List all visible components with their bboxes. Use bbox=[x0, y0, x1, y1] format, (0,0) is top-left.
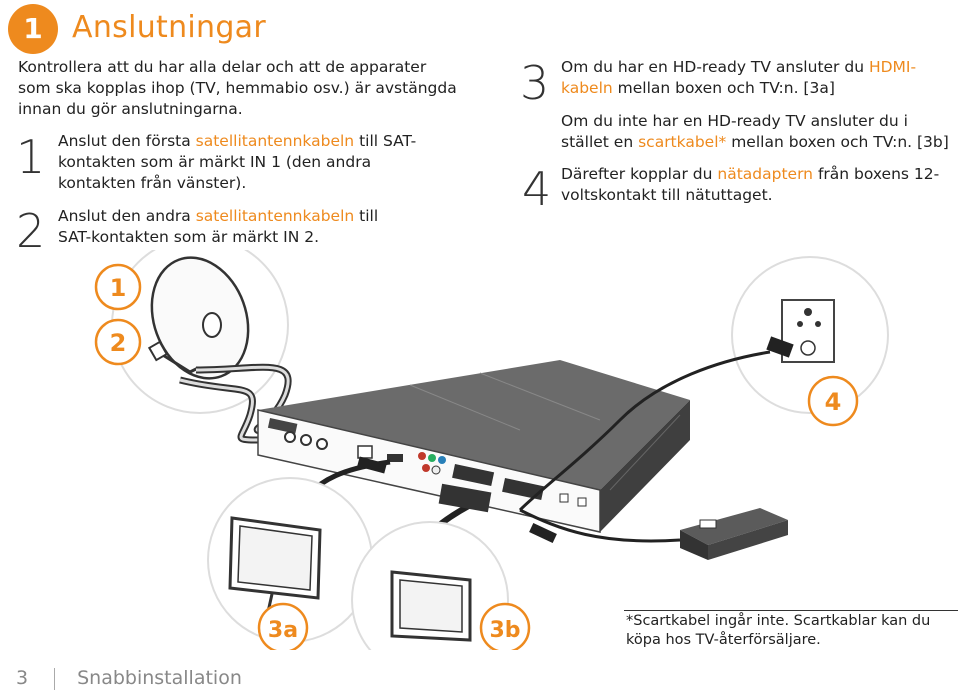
receiver-box bbox=[257, 360, 690, 533]
footnote: *Scartkabel ingår inte. Scartkablar kan … bbox=[626, 613, 931, 648]
step-3-number: 3 bbox=[520, 56, 550, 110]
callout-1: 1 bbox=[94, 263, 142, 311]
callout-3a-label: 3a bbox=[268, 618, 298, 643]
callout-3b: 3b bbox=[479, 602, 531, 650]
step-4-text: Därefter kopplar du nätadaptern från box… bbox=[561, 165, 940, 204]
power-outlet-bubble bbox=[731, 256, 889, 414]
callout-4: 4 bbox=[807, 375, 859, 427]
step-1-number: 1 bbox=[16, 130, 46, 184]
satellite-cable-link-2: satellitantennkabeln bbox=[195, 207, 355, 225]
step-4-number: 4 bbox=[522, 162, 552, 216]
intro-text: Kontrollera att du har alla delar och at… bbox=[18, 58, 457, 118]
step-2-number: 2 bbox=[16, 204, 46, 258]
callout-4-label: 4 bbox=[825, 388, 842, 416]
callout-3b-label: 3b bbox=[489, 618, 520, 643]
step-3b-text: Om du inte har en HD-ready TV ansluter d… bbox=[561, 112, 949, 151]
scart-cable-link: scartkabel* bbox=[638, 133, 727, 151]
power-adapter bbox=[680, 508, 788, 560]
callout-3a: 3a bbox=[257, 602, 309, 650]
hd-tv-bubble bbox=[207, 477, 373, 643]
step-2-text: Anslut den andra satellitantennkabeln ti… bbox=[58, 207, 379, 246]
satellite-cable-link-1: satellitantennkabeln bbox=[195, 132, 355, 150]
footer-separator bbox=[54, 667, 56, 690]
step-3a-text: Om du har en HD-ready TV ansluter du HDM… bbox=[561, 58, 917, 97]
hdmi-cable-link: HDMI-kabeln bbox=[561, 58, 917, 97]
power-adapter-link: nätadaptern bbox=[717, 165, 814, 183]
callout-2: 2 bbox=[94, 318, 142, 366]
callout-2-label: 2 bbox=[110, 329, 127, 357]
page-number: 3 bbox=[16, 667, 29, 689]
section-name: Snabbinstallation bbox=[77, 667, 242, 689]
connection-illustration: 1 2 bbox=[94, 250, 889, 650]
step-1-text: Anslut den första satellitantennkabeln t… bbox=[58, 132, 417, 192]
footnote-divider bbox=[624, 610, 958, 611]
step-badge: 1 bbox=[8, 4, 58, 54]
page-title: Anslutningar bbox=[72, 10, 267, 45]
page-footer: 3 Snabbinstallation bbox=[16, 667, 242, 690]
callout-1-label: 1 bbox=[110, 274, 127, 302]
crt-tv-bubble bbox=[351, 521, 509, 650]
